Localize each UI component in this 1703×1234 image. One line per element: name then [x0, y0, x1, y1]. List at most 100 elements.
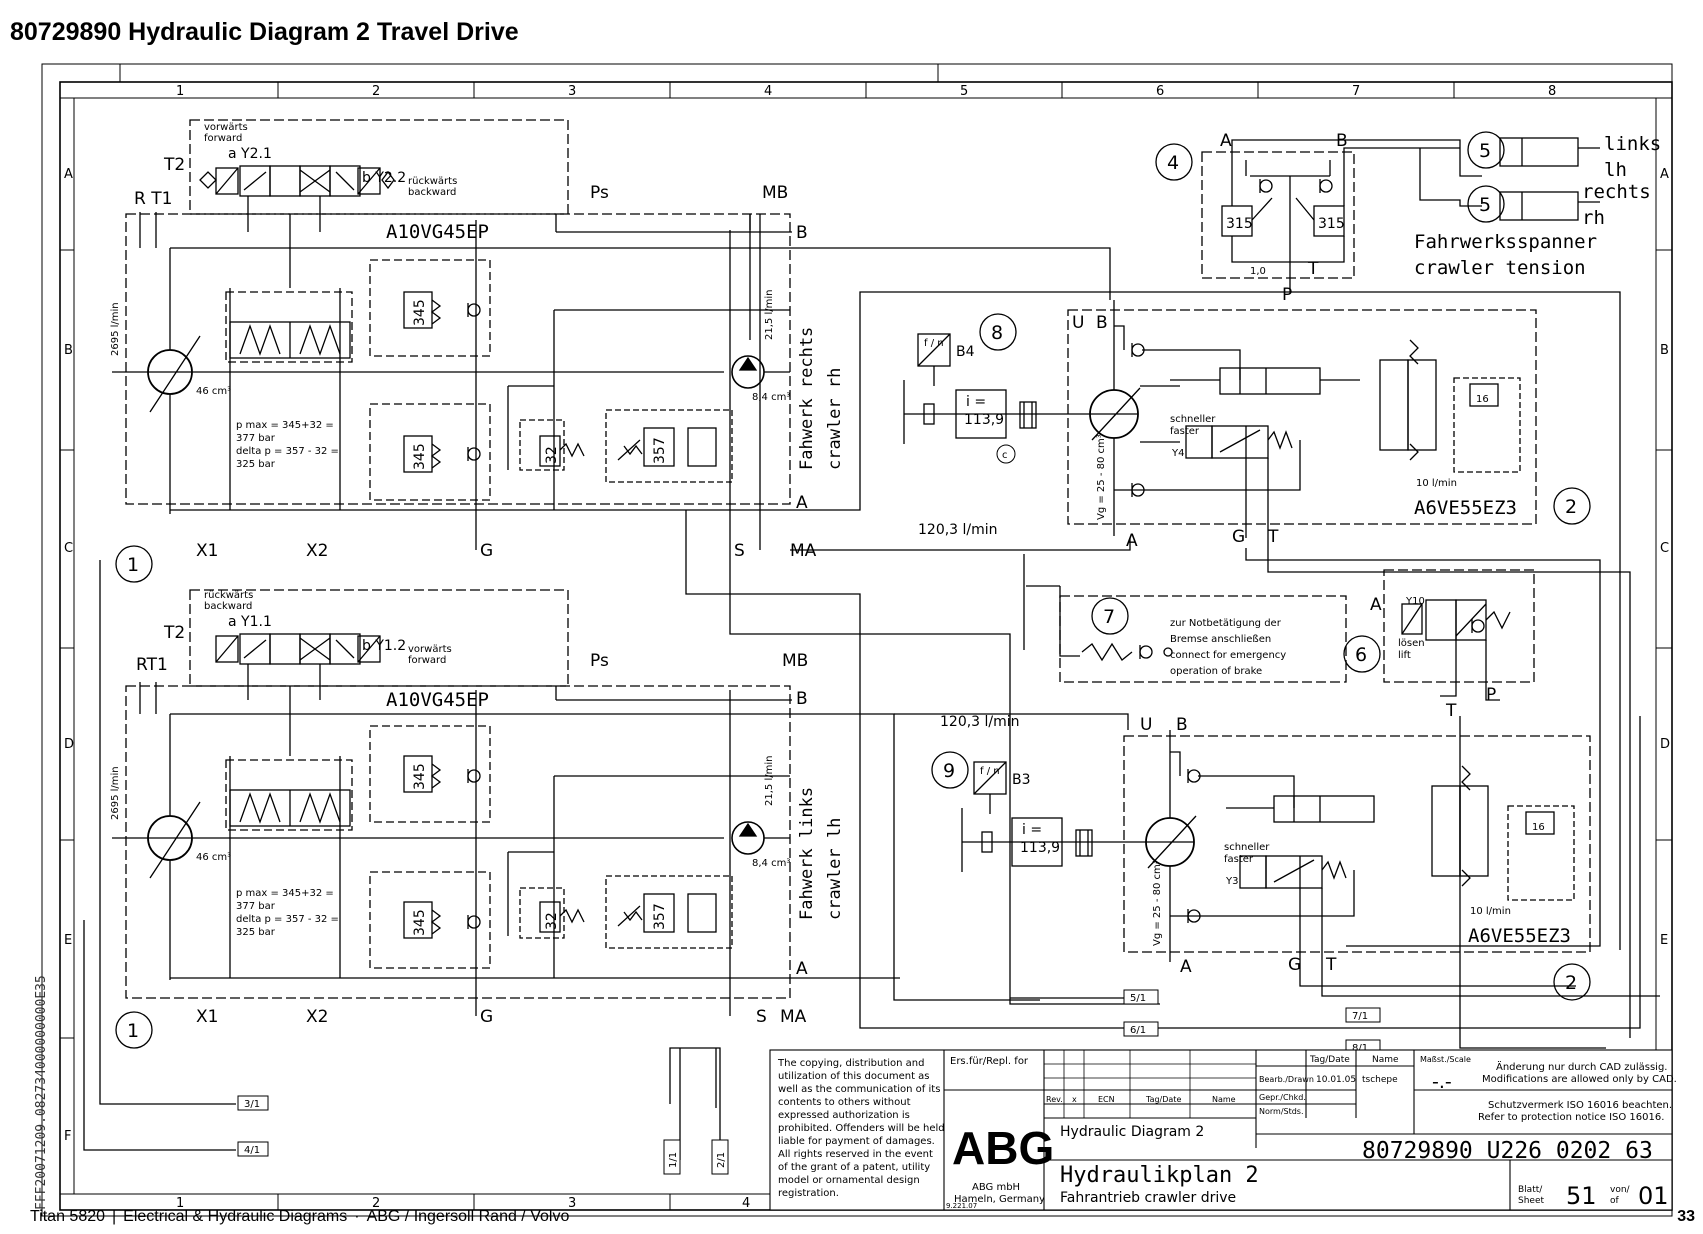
- rh-callout: 1: [127, 554, 139, 576]
- footer-section: Electrical & Hydraulic Diagrams: [123, 1208, 348, 1225]
- travel-pump-rh: [112, 119, 820, 550]
- of-label-2: of: [1610, 1196, 1620, 1206]
- copyright-8: All rights reserved in the event: [778, 1149, 933, 1160]
- tension-port-T: T: [1307, 259, 1319, 279]
- lh-motor-disp: Vg = 25 - 80 cm³: [1152, 860, 1163, 946]
- lh-charge-flow: 21,5 l/min: [764, 756, 775, 806]
- lh-motor-port-U: U: [1140, 715, 1152, 735]
- lh-valve-right-coil: b Y1.2: [362, 638, 406, 654]
- lh-model: A10VG45EP: [386, 689, 489, 711]
- rh-relief-2: 345: [412, 443, 428, 470]
- brake-port-T: T: [1445, 701, 1457, 721]
- rh-line-flow: 120,3 l/min: [918, 522, 998, 538]
- lh-sensor-callout-circle: [931, 751, 969, 789]
- subtitle: Fahrantrieb crawler drive: [1060, 1190, 1236, 1206]
- lh-motor-port-T: T: [1325, 955, 1337, 975]
- emergency-text-3: connect for emergency: [1170, 650, 1286, 661]
- page-title: 80729890 Hydraulic Diagram 2 Travel Driv…: [10, 18, 519, 46]
- rh-port-G: G: [480, 541, 493, 561]
- ref-1-1: 1/1: [668, 1152, 679, 1168]
- lh-ratio-1: i =: [1022, 822, 1042, 838]
- copyright-4: contents to others without: [778, 1097, 911, 1108]
- scale-value: -.-: [1432, 1071, 1452, 1093]
- rh-motor-callout-circle: [1553, 487, 1591, 525]
- grid-row-D: D: [64, 737, 74, 752]
- grid-col-4: 4: [764, 84, 772, 99]
- grid-col-1: 1: [176, 84, 184, 99]
- rh-ratio-1: i =: [966, 394, 986, 410]
- drawing-number: 80729890 U226 0202 63: [1362, 1138, 1653, 1164]
- lh-port-S: S: [756, 1007, 767, 1027]
- company-1: ABG mbH: [972, 1182, 1020, 1193]
- lh-displacement: 46 cm³: [196, 852, 231, 863]
- cyl-callout-bottom: 5: [1479, 194, 1491, 216]
- rh-clutch-marker-circle: [996, 444, 1016, 464]
- rh-motor-port-B: B: [1096, 313, 1108, 333]
- motor-rh: [903, 300, 1537, 548]
- grid-row-A-right: A: [1660, 167, 1669, 182]
- drawn-date: 10.01.05: [1316, 1075, 1356, 1085]
- of-number: 01: [1638, 1182, 1669, 1210]
- lh-line-flow: 120,3 l/min: [940, 714, 1020, 730]
- copyright-5: expressed authorization is: [778, 1110, 910, 1121]
- rh-callout-circle: [115, 545, 153, 583]
- grid-col-3: 3: [568, 84, 576, 99]
- col-tag: Tag/Date: [1309, 1055, 1350, 1065]
- tension-port-P: P: [1282, 285, 1292, 305]
- lh-sensor-callout: 9: [943, 760, 955, 782]
- lh-relief: 16: [1532, 822, 1545, 833]
- emergency-text-4: operation of brake: [1170, 666, 1262, 677]
- rh-model: A10VG45EP: [386, 221, 489, 243]
- cad-note-1: Änderung nur durch CAD zulässig.: [1496, 1060, 1667, 1073]
- reference-tags: 3/1 4/1 1/1 2/1 5/1 6/1 7/1 8/1: [237, 989, 1381, 1175]
- ref-2-1: 2/1: [716, 1152, 727, 1168]
- lh-callout-circle: [115, 1011, 153, 1049]
- lh-motor-callout-circle: [1553, 963, 1591, 1001]
- rh-valve-left-coil: a Y2.1: [228, 146, 272, 162]
- tension-check: 1,0: [1250, 266, 1266, 277]
- rh-motor-port-A: A: [1126, 531, 1138, 551]
- grid-row-F: F: [64, 1129, 71, 1144]
- tension-label-1: Fahrwerksspanner: [1414, 231, 1597, 253]
- rh-port-X1: X1: [196, 541, 218, 561]
- title-en: Hydraulic Diagram 2: [1060, 1124, 1204, 1140]
- lh-sensor: B3: [1012, 772, 1031, 788]
- copyright-10: model or ornamental design: [778, 1175, 920, 1186]
- ref-8-1: 8/1: [1352, 1043, 1368, 1054]
- brake-port-A: A: [1370, 595, 1382, 615]
- emergency-brake-labels: 7 zur Notbetätigung der Bremse anschließ…: [1091, 595, 1496, 721]
- rh-pressure-line-3: delta p = 357 - 32 =: [236, 446, 339, 457]
- sheet-number: 51: [1566, 1182, 1597, 1210]
- rh-motor-disp: Vg = 25 - 80 cm³: [1096, 434, 1107, 520]
- lh-port-Ps: Ps: [590, 651, 609, 671]
- sheet-label-2: Sheet: [1518, 1196, 1544, 1206]
- col-scale: Maßst./Scale: [1420, 1055, 1471, 1064]
- rh-faster-1: schneller: [1170, 414, 1216, 425]
- rev-col-date: Tag/Date: [1145, 1095, 1181, 1104]
- row-drawn: Bearb./Drawn: [1259, 1075, 1314, 1084]
- grid-col-6: 6: [1156, 84, 1164, 99]
- grid-labels: 1 2 3 4 5 6 7 8 1 2 3 4 A B C D E F A B …: [64, 84, 1670, 1211]
- lh-cutoff: 357: [652, 903, 668, 930]
- ref-5-1: 5/1: [1130, 993, 1146, 1004]
- rh-faster-2: faster: [1170, 426, 1200, 437]
- lh-faster-1: schneller: [1224, 842, 1270, 853]
- lh-pressure-line-2: 377 bar: [236, 901, 276, 912]
- rh-port-B: B: [796, 223, 808, 243]
- rev-col-x: x: [1072, 1095, 1077, 1104]
- rh-port-MA: MA: [790, 541, 817, 561]
- cyl-bottom-label-1: rechts: [1582, 181, 1651, 203]
- lh-boost-relief: 32: [544, 912, 560, 930]
- lh-valve-left-coil: a Y1.1: [228, 614, 272, 630]
- rh-pressure-line-1: p max = 345+32 =: [236, 420, 334, 431]
- copyright-7: liable for payment of damages.: [778, 1136, 935, 1147]
- footer-brand: ABG / Ingersoll Rand / Volvo: [366, 1208, 570, 1225]
- brake-label-2: lift: [1398, 650, 1411, 661]
- rh-port-X2: X2: [306, 541, 328, 561]
- rh-motor-port-G: G: [1232, 527, 1245, 547]
- lh-flow: 10 l/min: [1470, 906, 1511, 917]
- grid-col-2: 2: [372, 84, 380, 99]
- copyright-3: well as the communication of its: [778, 1084, 940, 1095]
